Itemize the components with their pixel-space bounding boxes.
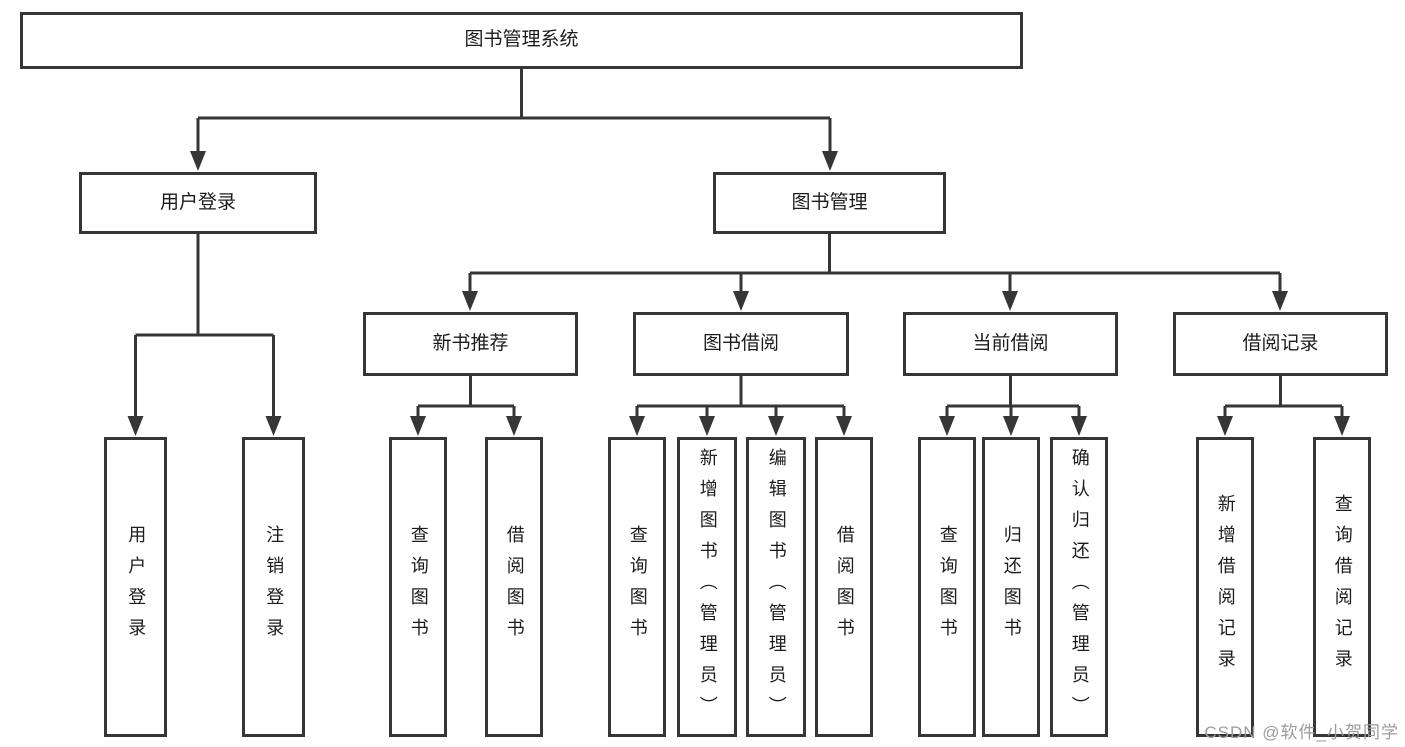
csdn-watermark: CSDN @软件_小贺同学 [1204,723,1399,742]
node-new-book-rec: 新书推荐 [363,312,578,376]
leaf-borrow-book-rec: 借阅图书 [485,437,543,737]
leaf-return-book: 归还图书 [982,437,1040,737]
leaf-query-borrow-record: 查询借阅记录 [1313,437,1371,737]
node-book-borrow: 图书借阅 [633,312,849,376]
node-borrow-record: 借阅记录 [1173,312,1388,376]
node-root-title: 图书管理系统 [20,12,1023,69]
leaf-query-book-borrow: 查询图书 [608,437,666,737]
leaf-query-book-current: 查询图书 [918,437,976,737]
leaf-user-login: 用户登录 [104,437,167,737]
leaf-edit-book-admin: 编辑图书（管理员） [746,437,806,737]
connector-borrow-record-to-leaves [1217,376,1350,436]
leaf-query-book-rec: 查询图书 [389,437,447,737]
node-current-borrow: 当前借阅 [903,312,1118,376]
leaf-confirm-return-admin: 确认归还（管理员） [1050,437,1108,737]
connector-user-login-to-leaves [127,234,282,436]
connector-book-borrow-to-leaves [629,376,852,436]
connector-current-borrow-to-leaves [939,376,1087,436]
connector-root-to-level2 [190,69,838,171]
node-user-login-branch: 用户登录 [79,172,317,234]
node-book-mgmt-branch: 图书管理 [713,172,946,234]
leaf-add-borrow-record: 新增借阅记录 [1196,437,1254,737]
leaf-add-book-admin: 新增图书（管理员） [677,437,737,737]
connector-book-mgmt-to-level3 [462,234,1288,311]
leaf-logout: 注销登录 [242,437,305,737]
leaf-borrow-book: 借阅图书 [815,437,873,737]
connector-new-book-rec-to-leaves [410,376,522,436]
